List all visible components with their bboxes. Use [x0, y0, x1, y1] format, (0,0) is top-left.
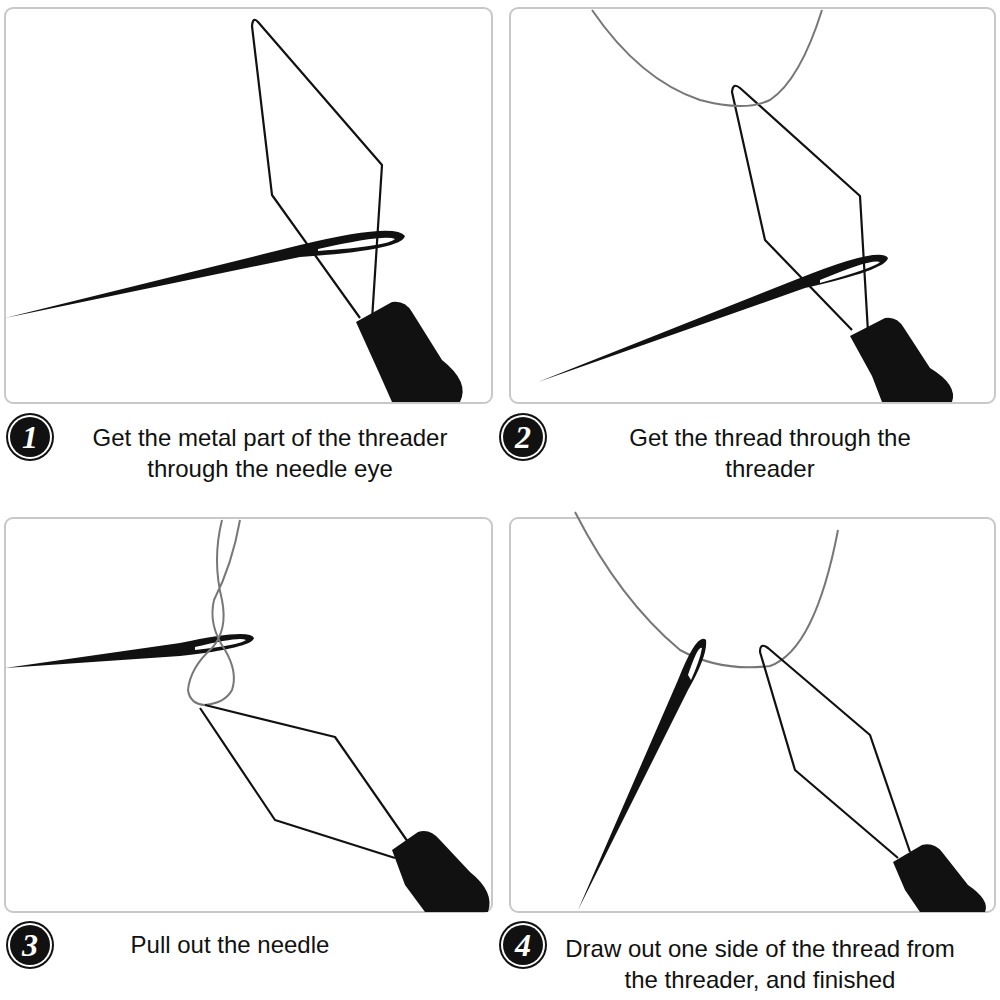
- panel-frames: [5, 8, 995, 912]
- step-caption: Draw out one side of the thread from the…: [560, 933, 960, 995]
- step2-figure: [538, 10, 953, 402]
- step4-figure: [575, 512, 986, 912]
- step3-figure: [5, 520, 490, 912]
- step-caption: Get the thread through the threader: [625, 422, 915, 484]
- step-number: 1: [10, 417, 50, 457]
- step-number: 3: [10, 925, 50, 965]
- step-caption: Pull out the needle: [80, 929, 380, 960]
- step-caption: Get the metal part of the threader throu…: [55, 422, 485, 484]
- step-number: 4: [503, 925, 543, 965]
- step-number: 2: [503, 417, 543, 457]
- step1-figure: [5, 20, 463, 402]
